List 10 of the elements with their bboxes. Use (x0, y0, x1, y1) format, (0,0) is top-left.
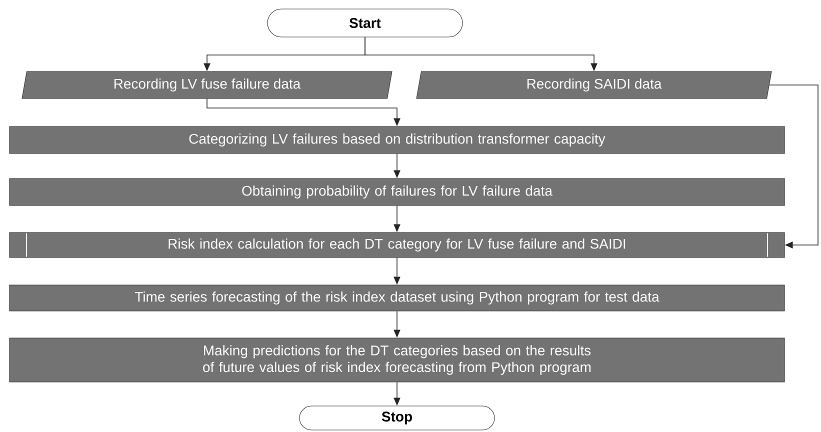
terminal-box: Start (267, 8, 463, 38)
process-box: Obtaining probability of failures for LV failure data (9, 178, 785, 206)
process-box: Categorizing LV failures based on distribution transformer capacity (9, 126, 785, 154)
terminal-box: Stop (299, 406, 495, 430)
arrow (769, 84, 818, 248)
process-box: Time series forecasting of the risk index dataset using Python program for test data (9, 284, 785, 312)
data-parallelogram: Recording LV fuse failure data (22, 71, 392, 99)
predefined-process-box: Risk index calculation for each DT category for LV fuse failure and SAIDI (9, 232, 785, 258)
process-box: Making predictions for the DT categories based on the results of future values of risk index forecasting from Python program (9, 338, 785, 382)
data-parallelogram: Recording SAIDI data (416, 71, 772, 99)
